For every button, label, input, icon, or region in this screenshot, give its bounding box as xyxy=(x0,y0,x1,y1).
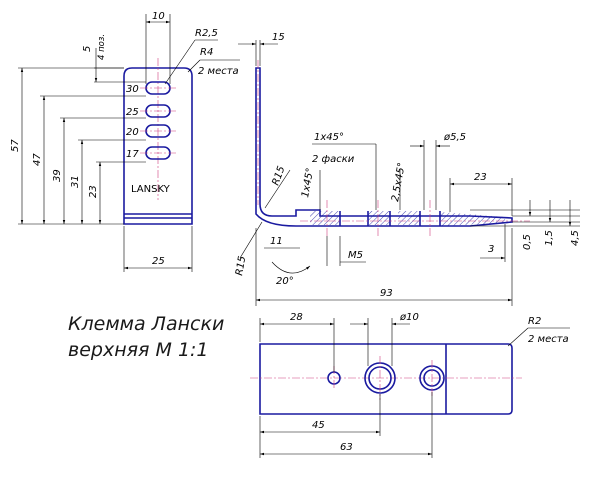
dim-height-23: 23 xyxy=(88,185,99,198)
dim-radius-15-bottom: R15 xyxy=(234,255,248,276)
dim-length-93: 93 xyxy=(380,288,393,299)
dim-position-label: 4 поз. xyxy=(97,34,107,60)
dim-28: 28 xyxy=(290,312,303,323)
front-view: 30 25 20 17 LANSKY 10 R2,5 R4 2 места 5 … xyxy=(10,11,240,272)
drawing-title-line1: Клемма Лански xyxy=(68,313,224,335)
top-view-outline xyxy=(259,343,513,415)
side-view: 15 R15 R15 1х45° 2 фаски 1х45° 2,5х45° ø… xyxy=(234,32,581,306)
dim-dia-10: ø10 xyxy=(399,312,419,323)
dim-63: 63 xyxy=(340,442,353,453)
dim-height-39: 39 xyxy=(52,169,63,182)
dim-thread-m5: М5 xyxy=(348,250,363,261)
dim-1-5: 1,5 xyxy=(544,230,555,246)
dim-45: 45 xyxy=(312,420,325,431)
dim-radius-15-top: R15 xyxy=(270,165,287,187)
dim-chamfer-c: 2,5х45° xyxy=(390,162,408,203)
dim-radius-corner: R4 xyxy=(200,47,213,58)
dim-0-5: 0,5 xyxy=(522,234,533,250)
dim-thickness-15: 15 xyxy=(272,32,285,43)
dim-offset-5: 5 xyxy=(82,46,93,52)
dim-chamfers-note: 2 фаски xyxy=(312,154,355,165)
marking-lansky: LANSKY xyxy=(131,184,171,195)
side-view-section-hatch xyxy=(310,211,340,225)
dim-top-width: 10 xyxy=(152,11,165,22)
dim-3: 3 xyxy=(488,244,494,255)
slot-label-20: 20 xyxy=(126,127,139,138)
dim-r2-places: 2 места xyxy=(528,334,569,345)
dim-chamfer-b: 1х45° xyxy=(300,167,316,198)
dim-height-47: 47 xyxy=(32,153,43,166)
slot-label-30: 30 xyxy=(126,84,139,95)
dim-height-31: 31 xyxy=(70,175,81,188)
slot-label-17: 17 xyxy=(126,149,139,160)
dim-angle-20: 20° xyxy=(276,276,294,287)
dim-4-5: 4,5 xyxy=(570,230,581,246)
dim-corner-places: 2 места xyxy=(198,66,239,77)
front-view-outline xyxy=(123,67,193,225)
slot-label-25: 25 xyxy=(126,107,139,118)
side-view-outline xyxy=(255,67,513,227)
dim-chamfer-a: 1х45° xyxy=(314,132,344,143)
top-view: 28 ø10 R2 2 места 45 63 xyxy=(250,312,570,458)
dim-radius-slot: R2,5 xyxy=(195,28,218,39)
dim-width-25: 25 xyxy=(152,256,165,267)
dim-dia-5-5: ø5,5 xyxy=(443,132,466,143)
dim-11: 11 xyxy=(270,236,283,247)
dim-radius-r2: R2 xyxy=(528,316,541,327)
dim-height-57: 57 xyxy=(10,139,21,152)
dim-length-23: 23 xyxy=(474,172,487,183)
drawing-title-line2: верхняя М 1:1 xyxy=(68,339,209,361)
